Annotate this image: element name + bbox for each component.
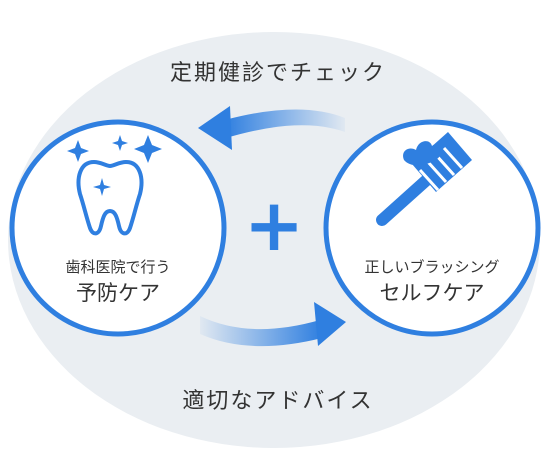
left-main-label: 予防ケア: [76, 281, 160, 305]
sparkling-tooth-icon: [76, 160, 144, 236]
left-circle-preventive-care: 歯科医院で行う 予防ケア: [9, 119, 227, 337]
sparkle-icons: [67, 135, 162, 196]
bottom-arrow: [200, 302, 346, 347]
right-circle-self-care: 正しいブラッシング セルフケア: [323, 119, 541, 337]
top-arrow: [198, 106, 345, 150]
bottom-caption: 適切なアドバイス: [182, 389, 373, 414]
plus-symbol: +: [244, 183, 304, 267]
right-sub-label: 正しいブラッシング: [364, 258, 499, 276]
left-sub-label: 歯科医院で行う: [65, 258, 170, 276]
toothbrush-icon: [376, 132, 472, 226]
right-main-label: セルフケア: [380, 281, 485, 305]
top-caption: 定期健診でチェック: [170, 61, 386, 86]
